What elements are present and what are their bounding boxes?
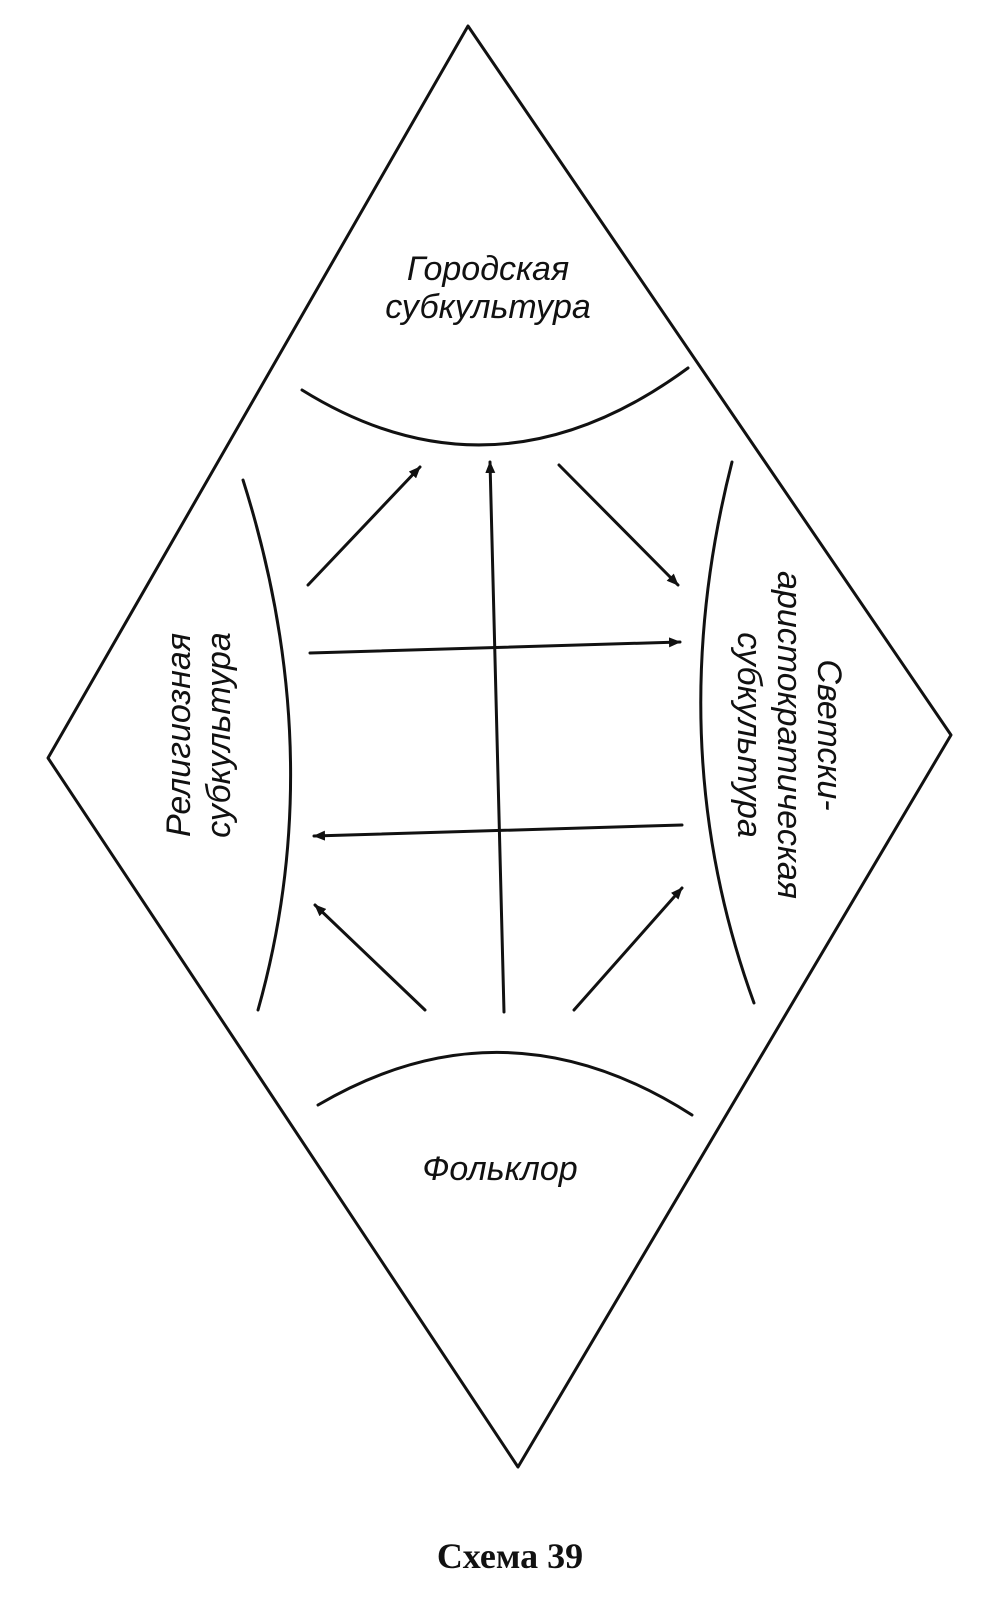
arrow-folklore-to-religious	[313, 903, 427, 1012]
urban-subculture-label-line2: субкультура	[385, 288, 591, 326]
aristocratic-subculture-label-group: Светски- аристократическая субкультура	[730, 571, 848, 899]
rhombus-outline	[46, 24, 953, 1469]
folklore-boundary-arc	[316, 1050, 694, 1117]
folklore-label: Фольклор	[422, 1150, 577, 1188]
religious-subculture-label-line2: субкультура	[200, 632, 238, 838]
arrow-religious-to-urban	[306, 465, 422, 587]
arrow-aristocratic-to-religious	[312, 823, 684, 841]
arrow-religious-to-aristocratic	[308, 637, 682, 655]
aristocratic-subculture-label-line3: субкультура	[730, 632, 768, 838]
urban-boundary-arc	[300, 366, 690, 447]
religious-subculture-label-group: Религиозная субкультура	[160, 632, 238, 838]
arrow-urban-to-aristocratic	[557, 463, 680, 587]
arrow-folklore-to-urban	[485, 460, 506, 1014]
urban-subculture-label: Городская	[407, 250, 569, 288]
religious-boundary-arc	[241, 478, 293, 1012]
aristocratic-boundary-arc	[699, 460, 756, 1005]
aristocratic-subculture-label: Светски-	[810, 659, 848, 810]
aristocratic-subculture-label-line2: аристократическая	[770, 571, 808, 899]
scheme-caption: Схема 39	[437, 1536, 583, 1576]
religious-subculture-label: Религиозная	[160, 633, 198, 837]
arrow-folklore-to-aristocratic	[572, 886, 684, 1012]
